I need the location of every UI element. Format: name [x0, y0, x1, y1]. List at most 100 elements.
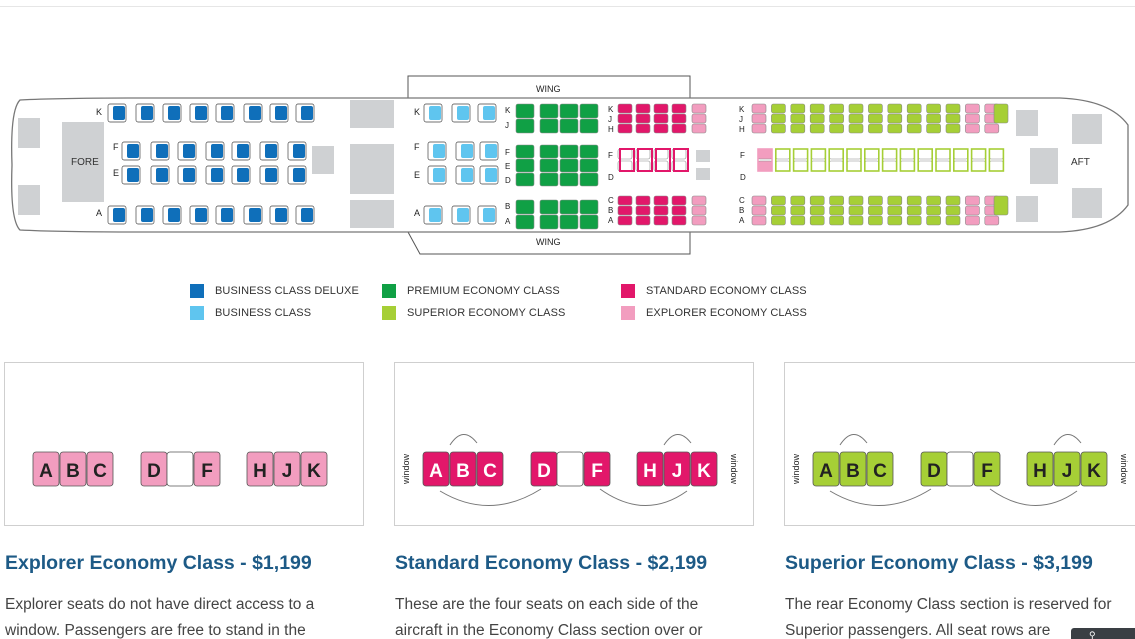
seat	[953, 160, 969, 172]
seat	[971, 148, 986, 160]
legend-item-standard-economy: STANDARD ECONOMY CLASS	[621, 284, 807, 298]
seat	[671, 205, 687, 216]
seat	[906, 195, 922, 206]
seat	[461, 168, 473, 182]
seat	[935, 148, 951, 160]
service-area	[1072, 188, 1102, 218]
seat	[868, 215, 883, 226]
seat	[945, 205, 961, 216]
seat	[32, 451, 60, 487]
seat	[273, 451, 301, 487]
seat	[809, 123, 825, 134]
seat	[539, 199, 559, 215]
seat	[848, 195, 864, 206]
desc-line: aircraft in the Economy Class section ov…	[395, 622, 703, 639]
legend: BUSINESS CLASS DELUXE BUSINESS CLASS PRE…	[190, 282, 830, 326]
seat	[829, 123, 844, 134]
service-area	[350, 200, 394, 228]
seat	[848, 215, 864, 226]
superior-description: The rear Economy Class section is reserv…	[785, 592, 1135, 639]
window-label: window	[1119, 453, 1129, 485]
seat	[906, 123, 922, 134]
seat	[559, 118, 579, 134]
seat	[829, 195, 844, 206]
seat	[671, 123, 687, 134]
seat	[868, 103, 883, 114]
seat	[790, 103, 806, 114]
seat	[265, 168, 277, 182]
seat-letter: H	[643, 461, 657, 482]
seat	[691, 103, 707, 114]
seat-row-letter: K	[505, 106, 511, 115]
seat-row-letter: B	[505, 202, 510, 211]
seat	[293, 168, 305, 182]
seat	[559, 103, 579, 119]
seat	[917, 160, 933, 172]
seat	[59, 451, 87, 487]
seat	[663, 451, 691, 487]
seat	[636, 451, 664, 487]
seat-row-letter: D	[740, 173, 746, 182]
seat-frame	[810, 148, 827, 172]
seat	[926, 123, 941, 134]
seat	[887, 123, 903, 134]
seat	[221, 106, 233, 120]
legend-item-premium-economy: PREMIUM ECONOMY CLASS	[382, 284, 560, 298]
seat-frame	[673, 148, 689, 172]
seat	[617, 195, 633, 206]
seat	[579, 214, 599, 230]
legend-swatch	[382, 306, 396, 320]
seat	[828, 148, 844, 160]
seat	[556, 451, 584, 487]
seat	[483, 106, 495, 120]
legend-item-superior-economy: SUPERIOR ECONOMY CLASS	[382, 306, 565, 320]
seat-row-letter: E	[505, 162, 510, 171]
seat	[771, 205, 786, 216]
seat	[579, 118, 599, 134]
seat	[617, 215, 633, 226]
seat-letter: A	[819, 461, 833, 482]
seat	[829, 205, 844, 216]
seat	[965, 195, 980, 206]
seat-letter: C	[873, 461, 887, 482]
seat-letter: J	[1062, 461, 1073, 482]
seat-row-letter: K	[608, 105, 614, 114]
seat	[539, 118, 559, 134]
seat	[882, 148, 897, 160]
seat	[1080, 451, 1108, 487]
desc-line: window. Passengers are free to stand in …	[5, 622, 306, 639]
seat	[809, 103, 825, 114]
chat-widget-button[interactable]: ⚲	[1071, 628, 1135, 639]
seat	[691, 215, 707, 226]
seat-letter: D	[927, 461, 941, 482]
seat-letter: D	[537, 461, 551, 482]
seat	[183, 168, 195, 182]
seat	[793, 148, 808, 160]
seat-row-letter: H	[739, 125, 745, 134]
seat-letter: F	[981, 461, 993, 482]
seat	[237, 168, 249, 182]
seat	[691, 123, 707, 134]
seat	[293, 144, 305, 158]
seat-row-letter: J	[505, 121, 509, 130]
seat	[515, 103, 535, 119]
legend-swatch	[382, 284, 396, 298]
seat	[887, 215, 903, 226]
wing-label-top: WING	[536, 84, 561, 94]
seat	[635, 113, 651, 124]
seat	[635, 205, 651, 216]
seat	[166, 451, 194, 487]
service-area	[350, 144, 394, 194]
legend-label: BUSINESS CLASS DELUXE	[215, 285, 359, 297]
seat	[900, 160, 915, 172]
legend-label: STANDARD ECONOMY CLASS	[646, 285, 807, 297]
seat	[882, 160, 897, 172]
seat	[515, 199, 535, 215]
seat	[751, 195, 767, 206]
wing-label-bottom: WING	[536, 237, 561, 247]
seat-row-letter: A	[505, 217, 511, 226]
seat-row-letter: J	[739, 115, 743, 124]
